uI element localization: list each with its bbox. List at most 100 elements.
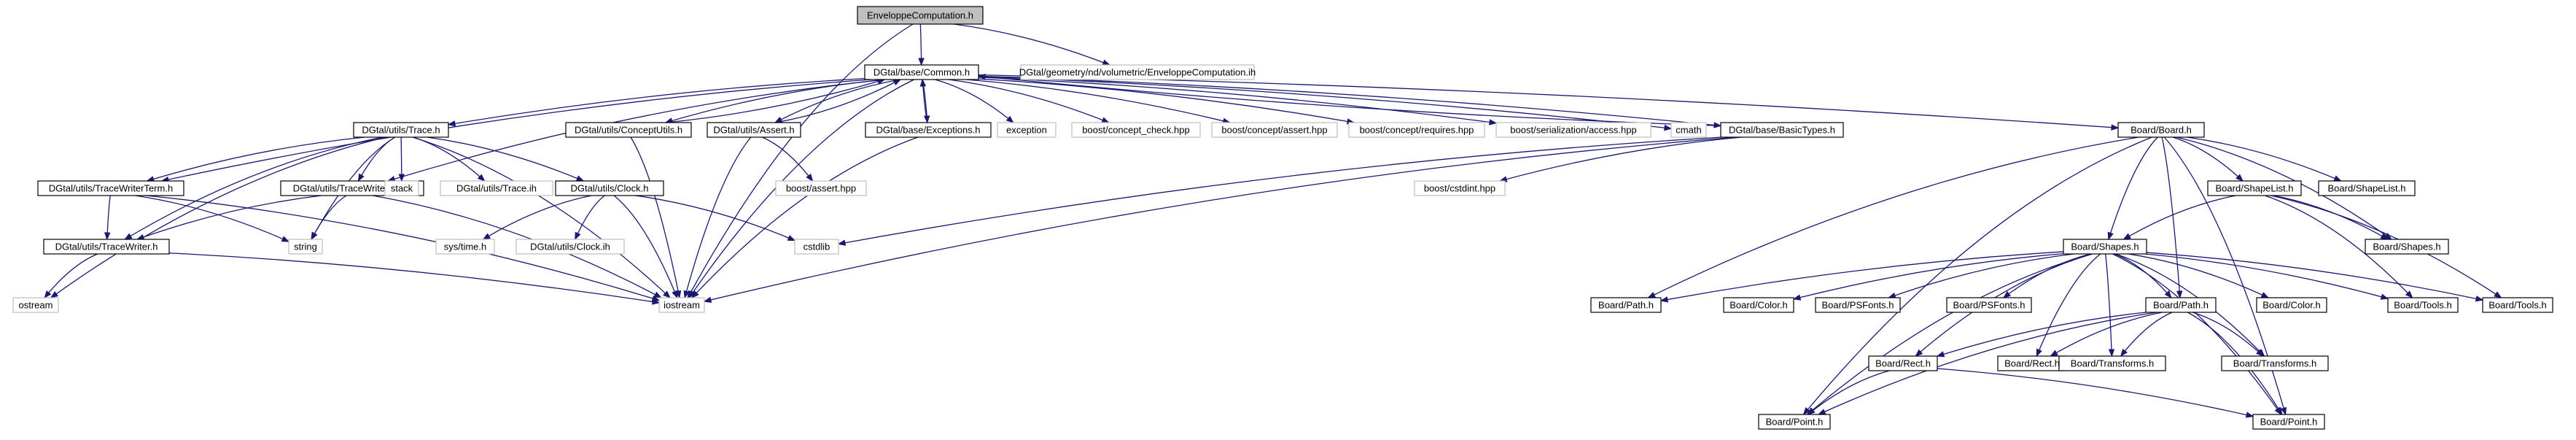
node-board-tools-h-tools2[interactable]: Board/Tools.h [2482, 297, 2553, 313]
node-board-path-h-pathL[interactable]: Board/Path.h [1590, 297, 1662, 313]
node-board-transforms-h-transforms2[interactable]: Board/Transforms.h [2221, 355, 2329, 371]
node-box[interactable] [2318, 180, 2416, 196]
arrowhead-icon [2036, 348, 2042, 358]
node-box[interactable] [555, 180, 664, 196]
node-board-shapes-h-shapesC[interactable]: Board/Shapes.h [2063, 239, 2147, 255]
node-enveloppecomputation-h-root[interactable]: EnveloppeComputation.h [857, 6, 984, 25]
node-ostream-ostream: ostream [12, 297, 59, 313]
node-box [515, 239, 625, 255]
node-label: Board/Path.h [1598, 300, 1654, 311]
node-box[interactable] [2145, 297, 2217, 313]
node-box[interactable] [37, 180, 184, 196]
arrowhead-icon [977, 73, 986, 80]
node-dgtal-utils-clock-h-clock[interactable]: DGtal/utils/Clock.h [555, 180, 664, 196]
node-box[interactable] [2482, 297, 2553, 313]
node-dgtal-utils-conceptutils-h-conceptutils[interactable]: DGtal/utils/ConceptUtils.h [565, 122, 692, 138]
node-board-shapelist-h-shapelisth[interactable]: Board/ShapeList.h [2207, 180, 2302, 196]
node-board-board-h-board[interactable]: Board/Board.h [2117, 122, 2205, 138]
node-box[interactable] [2058, 355, 2166, 371]
edge-shapesC-to-psfonts2 [2002, 253, 2091, 298]
node-board-psfonts-h-psfonts2[interactable]: Board/PSFonts.h [1946, 297, 2032, 313]
node-label: boost/concept/requires.hpp [1360, 125, 1474, 136]
edge-line [1937, 368, 2254, 417]
node-box[interactable] [43, 239, 170, 255]
node-board-point-h-point2[interactable]: Board/Point.h [2252, 414, 2325, 430]
arrowhead-icon [2120, 348, 2128, 358]
edge-conceptutils-to-iostream [630, 136, 682, 299]
node-label: Board/PSFonts.h [1822, 300, 1894, 311]
node-board-shapelist-h-shapelist2[interactable]: Board/ShapeList.h [2318, 180, 2416, 196]
node-box[interactable] [1720, 122, 1844, 138]
node-box[interactable] [2252, 414, 2325, 430]
edge-trace-to-tracewriterfile [357, 136, 395, 182]
node-box[interactable] [565, 122, 692, 138]
edge-line [1803, 136, 2152, 415]
edge-assert-to-boostassert [762, 136, 814, 182]
node-box[interactable] [1723, 297, 1794, 313]
node-box [775, 180, 867, 196]
edge-tracewriter-to-iostream [168, 252, 661, 305]
node-box[interactable] [1590, 297, 1662, 313]
node-box[interactable] [1946, 297, 2032, 313]
edge-line [124, 136, 383, 240]
node-box[interactable] [707, 122, 801, 138]
edge-line [2192, 312, 2264, 357]
node-box[interactable] [2063, 239, 2147, 255]
node-dgtal-base-common-h-common[interactable]: DGtal/base/Common.h [864, 64, 979, 80]
node-board-shapes-h-shapesR[interactable]: Board/Shapes.h [2365, 239, 2449, 255]
edge-line [146, 195, 660, 301]
arrowhead-icon [892, 79, 902, 86]
node-box[interactable] [2221, 355, 2329, 371]
edge-line [978, 75, 1721, 127]
arrowhead-icon [688, 290, 696, 299]
arrowhead-icon [311, 231, 318, 241]
node-box[interactable] [1758, 414, 1831, 430]
node-box[interactable] [2256, 297, 2327, 313]
node-box[interactable] [2117, 122, 2205, 138]
node-board-path-h-pathC[interactable]: Board/Path.h [2145, 297, 2217, 313]
node-stack-stack: stack [384, 180, 419, 196]
edge-clock-to-cstdlib [635, 195, 796, 242]
node-dgtal-base-basictypes-h-basictypes[interactable]: DGtal/base/BasicTypes.h [1720, 122, 1844, 138]
node-board-transforms-h-transforms1[interactable]: Board/Transforms.h [2058, 355, 2166, 371]
edge-line [2270, 195, 2502, 298]
node-box[interactable] [865, 122, 992, 138]
node-label: ostream [19, 300, 53, 311]
arrowhead-icon [482, 233, 491, 240]
node-label: DGtal/utils/ConceptUtils.h [575, 125, 682, 136]
edge-line [2172, 136, 2244, 182]
node-dgtal-base-exceptions-h-exceptions[interactable]: DGtal/base/Exceptions.h [865, 122, 992, 138]
edge-line [635, 195, 795, 242]
node-dgtal-utils-tracewriterterm-h-tracewriterterm[interactable]: DGtal/utils/TraceWriterTerm.h [37, 180, 184, 196]
edge-line [1660, 251, 2064, 301]
node-box[interactable] [1815, 297, 1901, 313]
node-box[interactable] [353, 122, 449, 138]
node-box[interactable] [1868, 355, 1938, 371]
node-box[interactable] [857, 6, 984, 25]
edge-pathC-to-transforms1 [2120, 312, 2173, 358]
node-dgtal-utils-assert-h-assert[interactable]: DGtal/utils/Assert.h [707, 122, 801, 138]
node-board-rect-h-rect1[interactable]: Board/Rect.h [1868, 355, 1938, 371]
edge-board-to-point2 [2163, 136, 2287, 416]
node-label: Board/Rect.h [2004, 358, 2060, 369]
node-label: boost/serialization/access.hpp [1510, 125, 1636, 136]
arrowhead-icon [806, 173, 814, 182]
node-board-color-h-color2[interactable]: Board/Color.h [2256, 297, 2327, 313]
node-board-tools-h-tools1[interactable]: Board/Tools.h [2387, 297, 2459, 313]
edge-line [2104, 253, 2113, 357]
node-board-rect-h-rect2[interactable]: Board/Rect.h [1997, 355, 2067, 371]
node-dgtal-utils-tracewriter-h-tracewriter[interactable]: DGtal/utils/TraceWriter.h [43, 239, 170, 255]
node-box[interactable] [2207, 180, 2302, 196]
node-dgtal-utils-trace-h-trace[interactable]: DGtal/utils/Trace.h [353, 122, 449, 138]
edge-line [412, 136, 671, 298]
node-board-psfonts-h-psfonts1[interactable]: Board/PSFonts.h [1815, 297, 1901, 313]
node-board-point-h-point1[interactable]: Board/Point.h [1758, 414, 1831, 430]
node-box[interactable] [2365, 239, 2449, 255]
edge-trace-to-ostream [50, 136, 386, 298]
node-box[interactable] [2387, 297, 2459, 313]
node-board-color-h-color1[interactable]: Board/Color.h [1723, 297, 1794, 313]
node-box[interactable] [864, 64, 979, 80]
arrowhead-icon [2276, 406, 2283, 416]
edge-line [774, 79, 901, 123]
arrowhead-icon [2475, 296, 2484, 302]
